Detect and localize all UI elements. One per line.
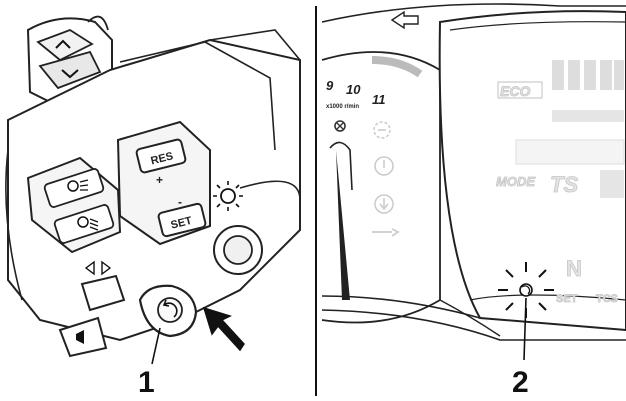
lcd-set-label: SET: [556, 293, 578, 305]
select-symbol-icon: [162, 299, 178, 318]
tach-label-10: 10: [346, 82, 361, 97]
cruise-power-icon: [213, 181, 243, 211]
warning-lights: [334, 120, 400, 237]
horn-icon: [76, 330, 84, 344]
lcd-n-label: N: [566, 256, 582, 281]
temperature-warning-icon: [374, 156, 394, 176]
tach-label-9: 9: [326, 78, 334, 93]
lcd-eco-label: ECO: [500, 83, 530, 99]
set-label: SET: [170, 215, 194, 232]
cluster-edge-2: [321, 309, 626, 341]
oil-warning-icon: [374, 194, 394, 214]
right-panel: 9 10 11 x1000 r/min: [321, 3, 626, 399]
left-arrow-indicator-icon: [390, 10, 419, 30]
tachometer-needle: [329, 141, 353, 300]
cruise-power-switch[interactable]: [213, 225, 263, 275]
lcd-display: ECO MODE TS N SET TCS: [438, 10, 626, 332]
tach-unit-label: x1000 r/min: [326, 104, 359, 110]
down-arrow-icon: [61, 69, 79, 79]
beam-switch: [26, 156, 122, 254]
up-arrow-icon: [55, 39, 71, 49]
fuel-bar-segments: [552, 60, 624, 90]
callout-2: 2: [512, 366, 529, 399]
tachometer-dial: 9 10 11 x1000 r/min: [321, 51, 441, 324]
reset-warning-icon: [334, 120, 346, 132]
res-label: RES: [150, 150, 175, 167]
high-beam-icon: [67, 179, 89, 192]
cluster-edge-1: [321, 295, 481, 319]
lcd-readout-area: [515, 139, 625, 165]
left-panel: RES + - SET: [5, 15, 301, 399]
callout-1: 1: [138, 366, 155, 399]
tach-label-11: 11: [372, 92, 386, 107]
lcd-ts-label: TS: [550, 172, 578, 197]
lcd-tcs-label: TCS: [596, 293, 618, 305]
minus-label: -: [178, 195, 182, 209]
lcd-mode-label: MODE: [496, 174, 535, 189]
gear-warning-icon: [373, 121, 391, 139]
push-arrow-icon: [202, 306, 245, 352]
set-button[interactable]: SET: [157, 202, 207, 238]
res-button[interactable]: RES: [135, 138, 187, 174]
lcd-bar-row: [552, 110, 624, 122]
turn-signal-icon: [84, 260, 112, 276]
turn-signal-switch[interactable]: [80, 274, 126, 312]
leader-line-2: [523, 297, 527, 361]
plus-label: +: [156, 173, 163, 187]
low-beam-icon: [77, 216, 99, 231]
bezel-top: [321, 3, 626, 23]
key-indicator-icon: [372, 228, 400, 237]
lcd-right-segment: [600, 170, 624, 198]
leader-line-1: [151, 327, 161, 365]
